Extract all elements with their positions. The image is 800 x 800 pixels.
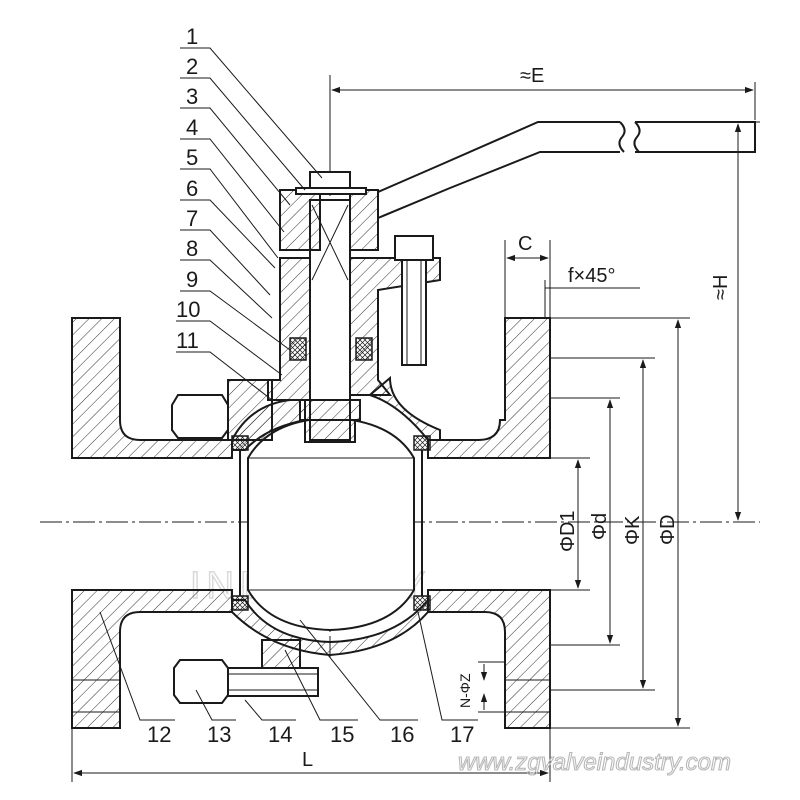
dim-d-label: Φd xyxy=(589,513,611,540)
bottom-bolt-thread xyxy=(228,673,318,691)
handle-end xyxy=(635,121,756,153)
plug-hex xyxy=(171,394,229,439)
packing-left xyxy=(289,337,307,361)
dimension-L: L xyxy=(71,728,551,782)
part-label-13: 13 xyxy=(207,722,231,747)
dimension-C: C f×45° xyxy=(504,233,640,318)
part-label-4: 4 xyxy=(186,115,198,140)
part-label-5: 5 xyxy=(186,145,198,170)
dim-chamfer-label: f×45° xyxy=(568,265,615,287)
dimension-H: ≈H xyxy=(710,121,760,521)
plug-body xyxy=(227,379,273,441)
part-label-2: 2 xyxy=(186,54,198,79)
part-label-7: 7 xyxy=(186,206,198,231)
part-label-1: 1 xyxy=(186,24,198,49)
handle-lever xyxy=(377,121,620,219)
body-right-lower xyxy=(427,589,551,729)
stop-bolt-shank xyxy=(401,259,427,366)
bonnet xyxy=(267,257,311,401)
dim-C-label: C xyxy=(518,233,532,255)
bottom-bolt-head xyxy=(173,659,229,704)
bottom-cap xyxy=(261,639,301,669)
part-label-15: 15 xyxy=(330,722,354,747)
body-right-upper xyxy=(427,317,551,459)
seat-right-top xyxy=(413,435,431,451)
part-label-14: 14 xyxy=(268,722,292,747)
part-label-10: 10 xyxy=(176,297,200,322)
dim-H-label: ≈H xyxy=(710,275,732,300)
dim-E-label: ≈E xyxy=(520,65,544,87)
dimension-bolt-holes: N-ΦZ xyxy=(457,661,505,713)
washer xyxy=(295,187,367,195)
dim-K-label: ΦK xyxy=(622,515,644,545)
seat-left-bottom xyxy=(231,595,249,611)
bolt-hole-left xyxy=(72,679,120,713)
stem-flat-x xyxy=(311,204,349,281)
part-label-8: 8 xyxy=(186,236,198,261)
dim-D1-label: ΦD1 xyxy=(557,510,579,552)
bottom-bolt-shank xyxy=(227,667,319,697)
part-labels: 1 2 3 4 5 6 7 8 9 10 11 12 13 14 15 16 1… xyxy=(147,24,474,747)
handle-block-right xyxy=(349,189,379,251)
part-label-12: 12 xyxy=(147,722,171,747)
body-left-lower xyxy=(71,589,233,729)
packing-right xyxy=(355,337,373,361)
seat-right-bottom xyxy=(413,595,431,611)
dim-D-label: ΦD xyxy=(657,515,679,545)
part-label-16: 16 xyxy=(390,722,414,747)
stem-shoulder xyxy=(299,399,361,421)
handle-block xyxy=(279,189,321,251)
part-label-17: 17 xyxy=(450,722,474,747)
part-label-11: 11 xyxy=(176,328,199,353)
dimension-E: ≈E xyxy=(329,65,756,172)
part-label-6: 6 xyxy=(186,176,198,201)
stop-bolt-head xyxy=(394,235,434,261)
part-label-3: 3 xyxy=(186,84,198,109)
handle-break xyxy=(618,121,641,153)
diameter-dimensions: ΦD1 Φd ΦK ΦD xyxy=(550,317,690,729)
stop-bolt-thread xyxy=(406,260,422,365)
bolt-hole-right xyxy=(505,679,550,713)
website-watermark: www.zgvalveindustry.com xyxy=(458,749,731,776)
leader-lines xyxy=(99,47,478,721)
dim-L-label: L xyxy=(302,749,313,771)
ball xyxy=(247,416,415,632)
dim-NZ-label: N-ΦZ xyxy=(457,673,473,708)
part-label-9: 9 xyxy=(186,267,198,292)
stem-tang xyxy=(304,419,356,443)
